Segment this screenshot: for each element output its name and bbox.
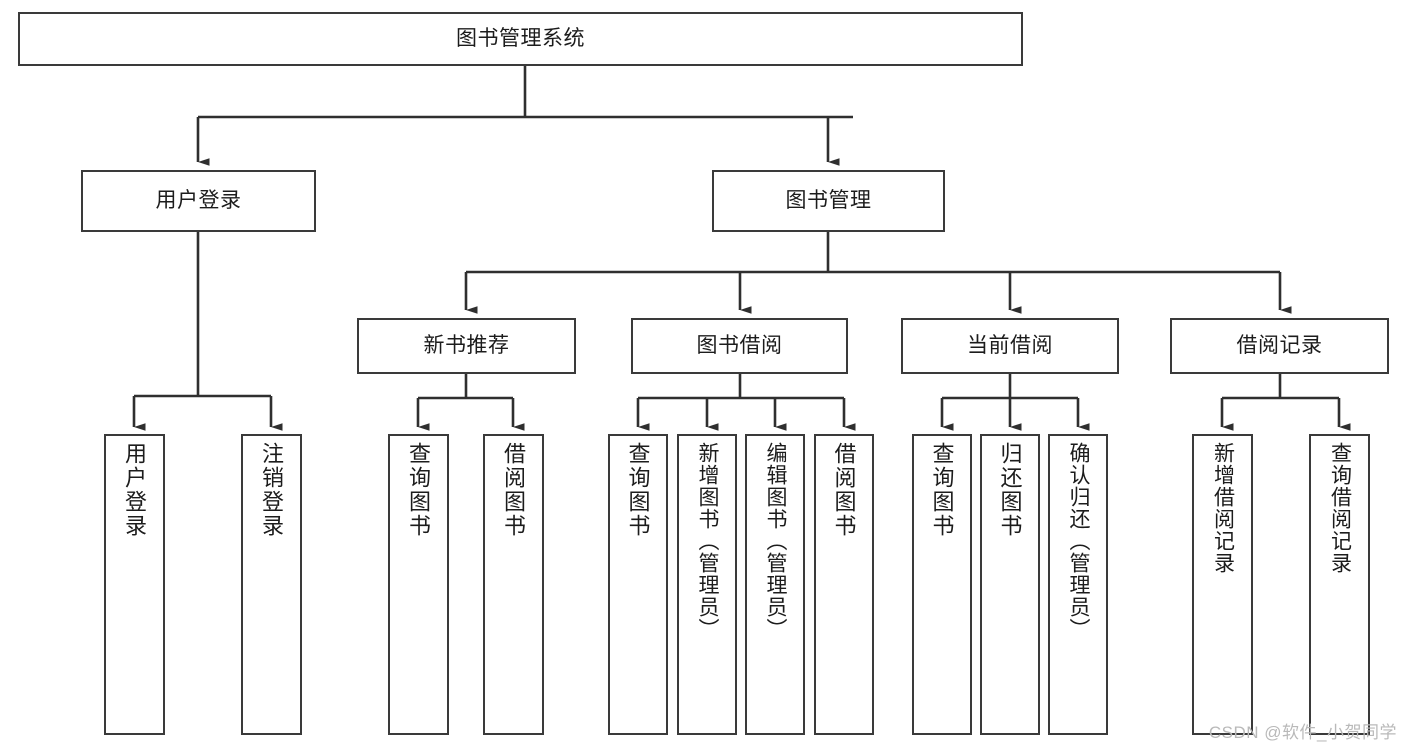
node-leaf-borrow-book-recommend[interactable]: 借阅图书 [483,434,544,735]
node-leaf-borrow-book-label: 借阅图书 [831,442,857,538]
node-user-login[interactable]: 用户登录 [81,170,316,232]
node-book-borrow-label: 图书借阅 [696,333,783,357]
node-leaf-edit-book-admin-label: 编辑图书（管理员） [764,442,788,640]
node-leaf-add-borrow-record[interactable]: 新增借阅记录 [1192,434,1253,735]
node-book-borrow[interactable]: 图书借阅 [631,318,848,374]
node-leaf-query-borrow-record[interactable]: 查询借阅记录 [1309,434,1370,735]
node-leaf-add-book-admin-label: 新增图书（管理员） [696,442,720,640]
node-leaf-add-borrow-record-label: 新增借阅记录 [1211,442,1235,574]
node-root-label: 图书管理系统 [456,26,585,50]
node-leaf-query-book-current[interactable]: 查询图书 [912,434,972,735]
node-borrow-record[interactable]: 借阅记录 [1170,318,1389,374]
node-leaf-confirm-return-admin[interactable]: 确认归还（管理员） [1048,434,1108,735]
node-leaf-logout-label: 注销登录 [259,442,285,538]
node-leaf-user-login[interactable]: 用户登录 [104,434,165,735]
node-leaf-query-book-borrow[interactable]: 查询图书 [608,434,668,735]
node-leaf-query-book-recommend[interactable]: 查询图书 [388,434,449,735]
node-leaf-confirm-return-admin-label: 确认归还（管理员） [1067,442,1091,640]
node-leaf-query-book-current-label: 查询图书 [929,442,955,538]
node-leaf-return-book-label: 归还图书 [997,442,1023,538]
node-book-management-label: 图书管理 [785,188,872,212]
node-borrow-record-label: 借阅记录 [1236,333,1323,357]
node-root[interactable]: 图书管理系统 [18,12,1023,66]
node-leaf-return-book[interactable]: 归还图书 [980,434,1040,735]
csdn-watermark: CSDN @软件_小贺同学 [1208,723,1397,742]
node-leaf-logout[interactable]: 注销登录 [241,434,302,735]
node-new-book-recommend-label: 新书推荐 [423,333,510,357]
node-book-management[interactable]: 图书管理 [712,170,945,232]
node-leaf-add-book-admin[interactable]: 新增图书（管理员） [677,434,737,735]
node-leaf-borrow-book[interactable]: 借阅图书 [814,434,874,735]
node-leaf-query-book-borrow-label: 查询图书 [625,442,651,538]
node-leaf-borrow-book-recommend-label: 借阅图书 [501,442,527,538]
node-leaf-query-borrow-record-label: 查询借阅记录 [1328,442,1352,574]
node-new-book-recommend[interactable]: 新书推荐 [357,318,576,374]
node-leaf-query-book-recommend-label: 查询图书 [406,442,432,538]
node-current-borrow-label: 当前借阅 [967,333,1053,357]
node-leaf-edit-book-admin[interactable]: 编辑图书（管理员） [745,434,805,735]
node-leaf-user-login-label: 用户登录 [122,442,148,538]
node-user-login-label: 用户登录 [155,188,242,212]
node-current-borrow[interactable]: 当前借阅 [901,318,1119,374]
